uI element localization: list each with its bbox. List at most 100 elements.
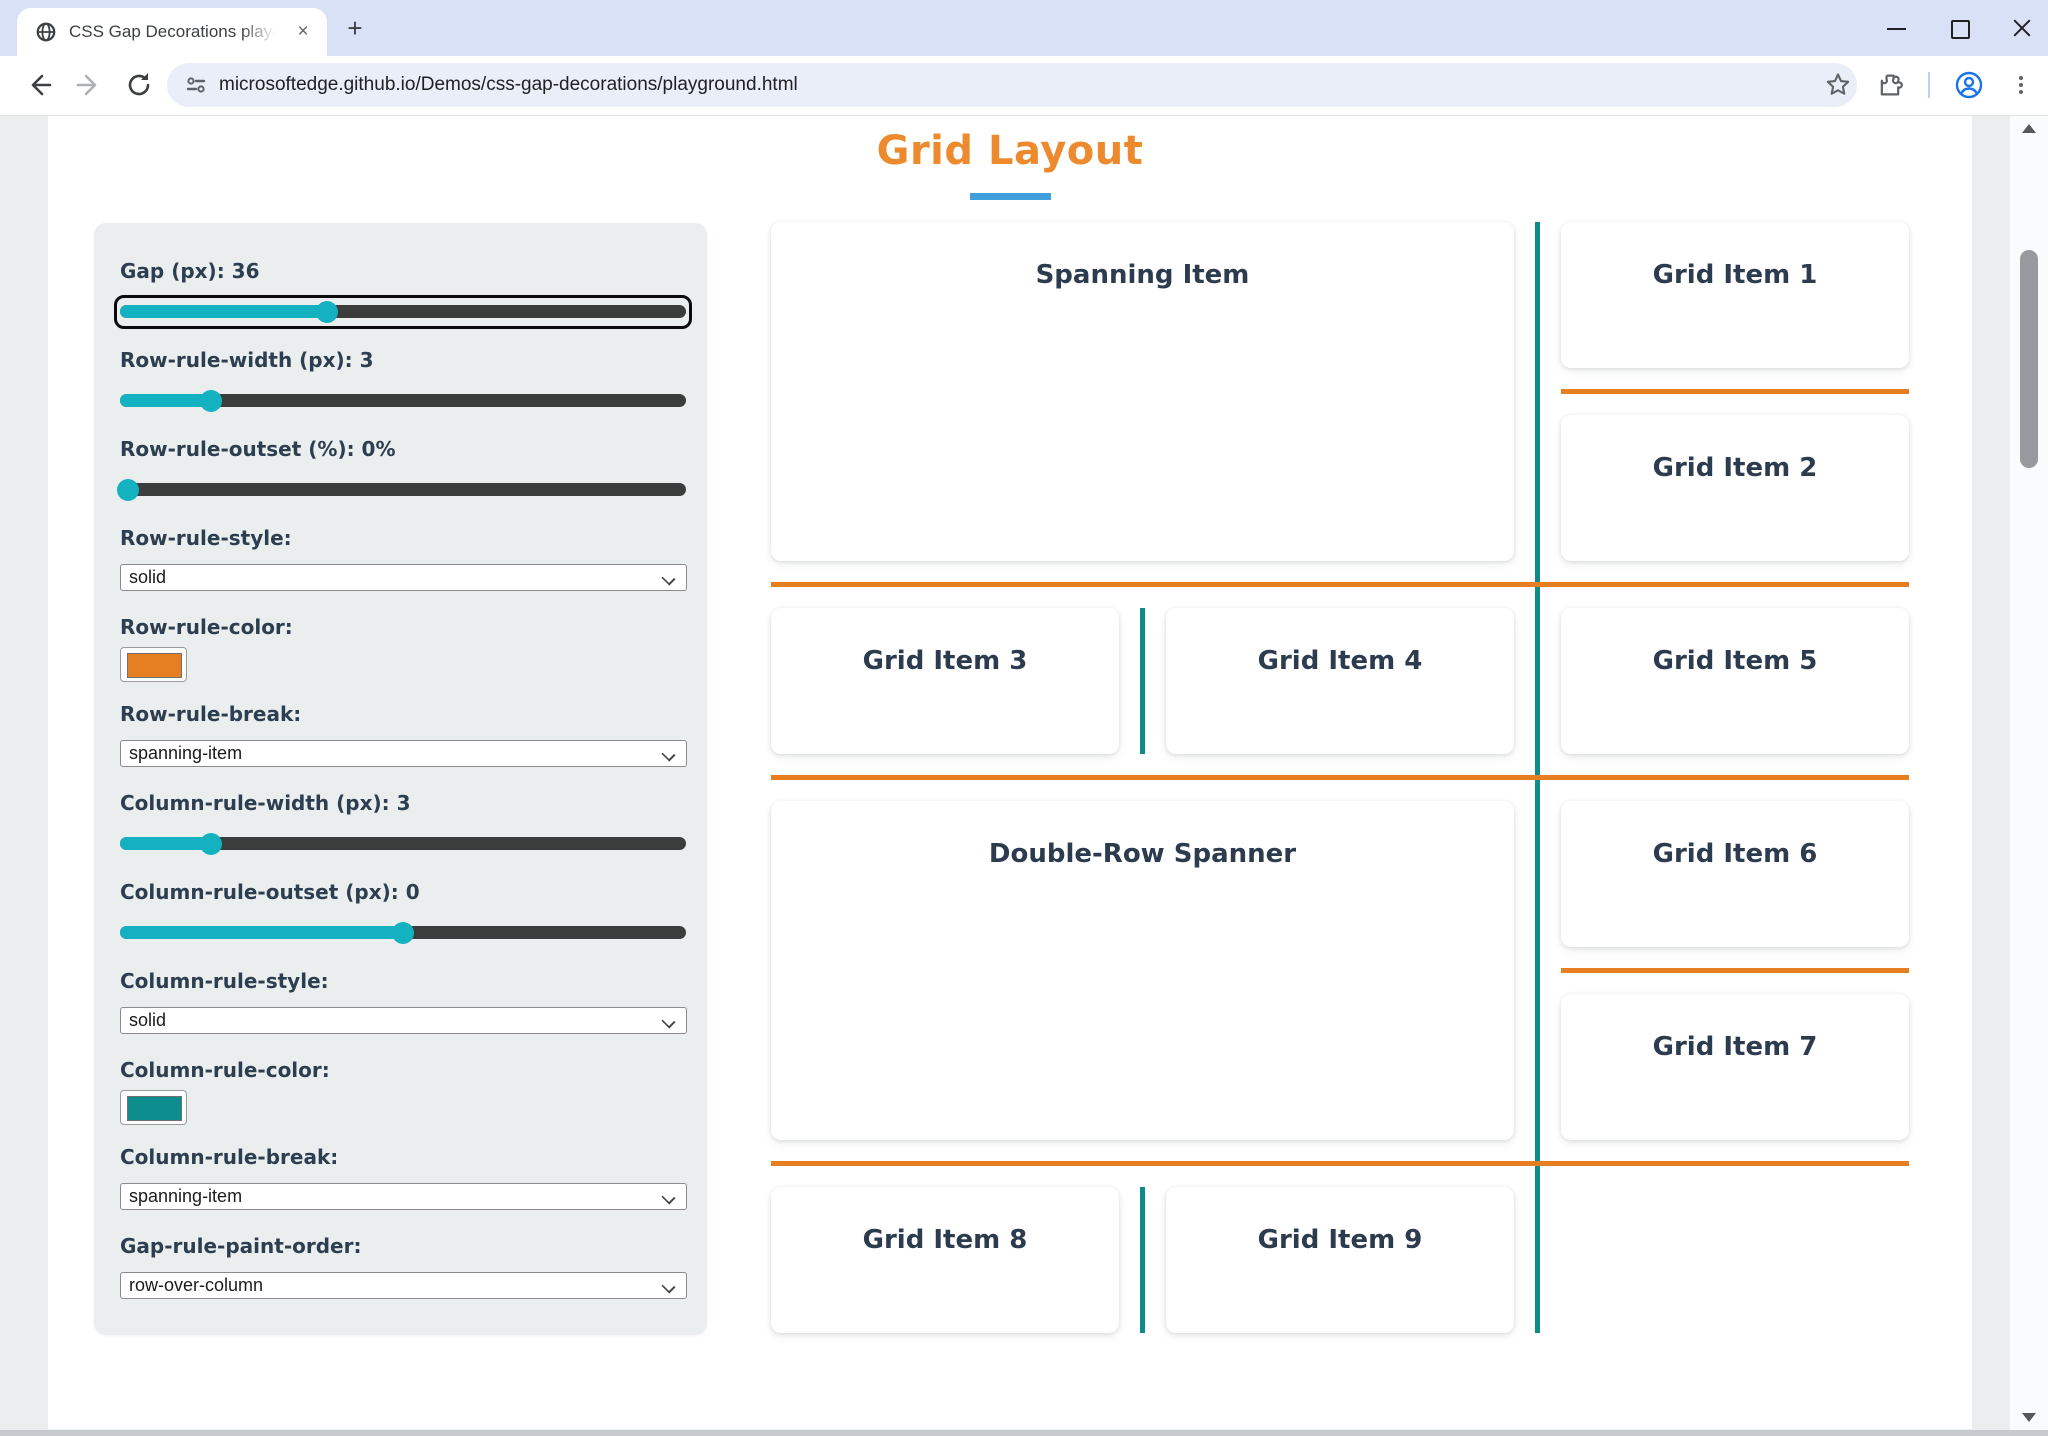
back-icon[interactable] <box>24 70 54 100</box>
new-tab-button[interactable]: + <box>347 13 363 43</box>
window-maximize-button[interactable] <box>1950 19 1970 39</box>
row-rule-outset-label: Row-rule-outset (%): 0% <box>120 437 396 461</box>
column-rule-break-select[interactable]: spanning-item <box>120 1183 687 1210</box>
grid-card-3: Grid Item 3 <box>771 608 1119 754</box>
close-tab-icon[interactable]: × <box>297 21 309 42</box>
profile-avatar-icon[interactable] <box>1954 70 1984 100</box>
slider-fill <box>120 837 211 850</box>
controls-panel: Gap (px): 36 Row-rule-width (px): 3 Row-… <box>94 223 707 1335</box>
column-rule-width-slider[interactable] <box>120 833 686 855</box>
menu-kebab-icon[interactable] <box>2008 72 2034 98</box>
gap-label: Gap (px): 36 <box>120 259 260 283</box>
slider-track <box>120 305 686 318</box>
tab-strip: CSS Gap Decorations playgroun × + <box>0 0 2048 56</box>
browser-toolbar: microsoftedge.github.io/Demos/css-gap-de… <box>0 56 2048 117</box>
color-swatch <box>127 653 182 678</box>
window-close-button[interactable] <box>2013 19 2032 38</box>
select-value: spanning-item <box>129 743 243 763</box>
page-title: Grid Layout <box>876 128 1144 174</box>
row-rule-segment-4 <box>1561 968 1909 973</box>
url-text: microsoftedge.github.io/Demos/css-gap-de… <box>219 74 798 95</box>
slider-fill <box>120 394 211 407</box>
column-rule-color-picker[interactable] <box>120 1090 187 1125</box>
column-rule-outset-control-group: Column-rule-outset (px): 0 <box>120 880 686 944</box>
grid-card-4: Grid Item 4 <box>1166 608 1514 754</box>
column-rule-break-control-group: Column-rule-break: spanning-item <box>120 1145 687 1210</box>
chevron-down-icon <box>661 571 676 586</box>
chevron-down-icon <box>661 747 676 762</box>
grid-card-6: Grid Item 6 <box>1561 801 1909 947</box>
url-omnibox[interactable]: microsoftedge.github.io/Demos/css-gap-de… <box>167 63 1857 107</box>
chevron-down-icon <box>661 1279 676 1294</box>
row-rule-break-select[interactable]: spanning-item <box>120 740 687 767</box>
gap-rule-paint-order-select[interactable]: row-over-column <box>120 1272 687 1299</box>
column-rule-style-select[interactable]: solid <box>120 1007 687 1034</box>
grid-card-7: Grid Item 7 <box>1561 994 1909 1140</box>
gap-rule-paint-order-control-group: Gap-rule-paint-order: row-over-column <box>120 1234 687 1299</box>
select-value: row-over-column <box>129 1275 264 1295</box>
row-rule-outset-control-group: Row-rule-outset (%): 0% <box>117 437 686 501</box>
slider-track <box>120 394 686 407</box>
slider-thumb[interactable] <box>315 301 338 323</box>
window-bottom-edge <box>0 1430 2048 1436</box>
bookmark-star-icon[interactable] <box>1824 71 1852 99</box>
grid-card-spanning-item: Spanning Item <box>771 222 1514 561</box>
row-rule-style-label: Row-rule-style: <box>120 526 292 550</box>
row-rule-width-slider[interactable] <box>120 390 686 412</box>
row-rule-full-2 <box>771 582 1909 587</box>
row-rule-color-picker[interactable] <box>120 647 187 682</box>
scrollbar-up-arrow[interactable] <box>2022 124 2036 133</box>
site-settings-icon[interactable] <box>183 72 209 98</box>
slider-thumb[interactable] <box>392 922 414 944</box>
color-swatch <box>127 1096 182 1121</box>
grid-card-2: Grid Item 2 <box>1561 415 1909 561</box>
column-rule-outset-label: Column-rule-outset (px): 0 <box>120 880 420 904</box>
gap-control-group: Gap (px): 36 <box>114 259 692 329</box>
extensions-puzzle-icon[interactable] <box>1876 71 1904 99</box>
row-rule-break-control-group: Row-rule-break: spanning-item <box>120 702 687 767</box>
scrollbar-down-arrow[interactable] <box>2022 1413 2036 1422</box>
slider-track <box>120 483 686 496</box>
slider-fill <box>120 926 403 939</box>
demo-grid: Spanning Item Grid Item 1 Grid Item 2 Gr… <box>771 222 1909 1333</box>
vertical-scrollbar[interactable] <box>2010 116 2048 1430</box>
column-rule-width-label: Column-rule-width (px): 3 <box>120 791 411 815</box>
column-rule-color-label: Column-rule-color: <box>120 1058 330 1082</box>
reload-icon[interactable] <box>124 70 154 100</box>
slider-fill <box>120 305 327 318</box>
active-tab[interactable]: CSS Gap Decorations playgroun × <box>17 8 327 56</box>
forward-icon[interactable] <box>74 70 104 100</box>
column-rule-break-label: Column-rule-break: <box>120 1145 339 1169</box>
slider-thumb[interactable] <box>199 390 222 412</box>
row-rule-full-3 <box>771 775 1909 780</box>
window-minimize-button[interactable] <box>1887 19 1906 38</box>
row-rule-color-label: Row-rule-color: <box>120 615 293 639</box>
row-rule-segment-1 <box>1561 389 1909 394</box>
grid-card-double-row-spanner: Double-Row Spanner <box>771 801 1514 1140</box>
column-rule-color-control-group: Column-rule-color: <box>120 1058 683 1125</box>
row-rule-style-control-group: Row-rule-style: solid <box>120 526 687 591</box>
column-rule-row3 <box>1140 608 1145 754</box>
tab-title: CSS Gap Decorations playgroun <box>69 22 275 42</box>
grid-card-5: Grid Item 5 <box>1561 608 1909 754</box>
column-rule-row6 <box>1140 1187 1145 1333</box>
column-rule-style-label: Column-rule-style: <box>120 969 329 993</box>
column-rule-style-control-group: Column-rule-style: solid <box>120 969 687 1034</box>
title-underline <box>970 193 1051 200</box>
select-value: spanning-item <box>129 1186 243 1206</box>
row-rule-break-label: Row-rule-break: <box>120 702 302 726</box>
globe-favicon-icon <box>36 22 56 42</box>
column-rule-outset-slider[interactable] <box>120 922 686 944</box>
row-rule-style-select[interactable]: solid <box>120 564 687 591</box>
chevron-down-icon <box>661 1014 676 1029</box>
slider-track <box>120 837 686 850</box>
slider-thumb[interactable] <box>117 479 140 501</box>
slider-thumb[interactable] <box>199 833 222 855</box>
scrollbar-thumb[interactable] <box>2020 250 2038 468</box>
grid-card-8: Grid Item 8 <box>771 1187 1119 1333</box>
gap-slider[interactable] <box>114 295 692 329</box>
grid-card-1: Grid Item 1 <box>1561 222 1909 368</box>
row-rule-width-control-group: Row-rule-width (px): 3 <box>120 348 686 412</box>
row-rule-outset-slider[interactable] <box>117 479 686 501</box>
